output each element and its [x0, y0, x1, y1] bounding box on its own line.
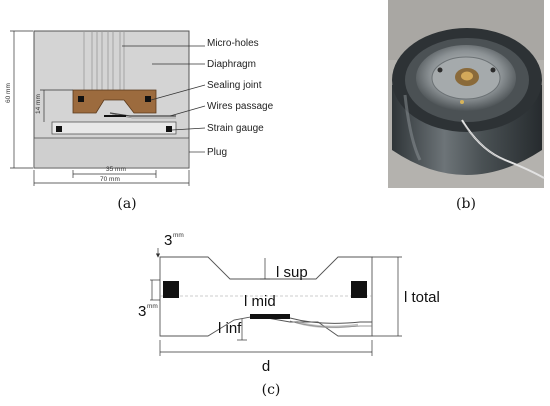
- seal-block-left: [163, 281, 179, 298]
- strain-gauge: [250, 314, 290, 319]
- label-side-thickness: 3: [138, 303, 146, 320]
- strain-gauge-plate: [51, 121, 177, 135]
- label-l-sup: l sup: [276, 264, 308, 281]
- dim-70mm: 70 mm: [100, 176, 120, 183]
- panel-c-drawing: [150, 248, 402, 356]
- label-top-thickness: 3: [164, 232, 172, 249]
- callout-plug: Plug: [207, 147, 227, 158]
- panel-a-drawing: [10, 30, 206, 186]
- dim-60mm: 60 mm: [5, 83, 12, 103]
- diaphragm: [72, 89, 157, 114]
- diaphragm-profile: [159, 256, 373, 337]
- caption-b: (b): [456, 196, 476, 212]
- label-top-unit: mm: [173, 232, 184, 239]
- micro-holes: [83, 31, 125, 90]
- callout-wires-passage: Wires passage: [207, 101, 274, 112]
- wire-passage: [289, 317, 372, 324]
- dim-14mm: 14 mm: [35, 94, 42, 114]
- label-side-unit: mm: [147, 303, 158, 310]
- panel-b-photo: [388, 0, 545, 188]
- dim-35mm: 35 mm: [106, 166, 126, 173]
- sealing-joint-left: [78, 96, 84, 102]
- caption-a: (a): [117, 196, 136, 212]
- label-l-mid: l mid: [244, 293, 276, 310]
- callout-sealing-joint: Sealing joint: [207, 80, 262, 91]
- plug: [33, 137, 190, 169]
- sealing-joint-right: [145, 96, 151, 102]
- callout-strain-gauge: Strain gauge: [207, 123, 264, 134]
- wires-passage: [109, 112, 176, 117]
- label-d: d: [262, 358, 270, 375]
- callout-micro-holes: Micro-holes: [207, 38, 259, 49]
- label-l-inf: l inf: [218, 320, 242, 337]
- callout-diaphragm: Diaphragm: [207, 59, 256, 70]
- seal-block-right: [351, 281, 367, 298]
- label-l-total: l total: [404, 289, 440, 306]
- caption-c: (c): [262, 382, 281, 398]
